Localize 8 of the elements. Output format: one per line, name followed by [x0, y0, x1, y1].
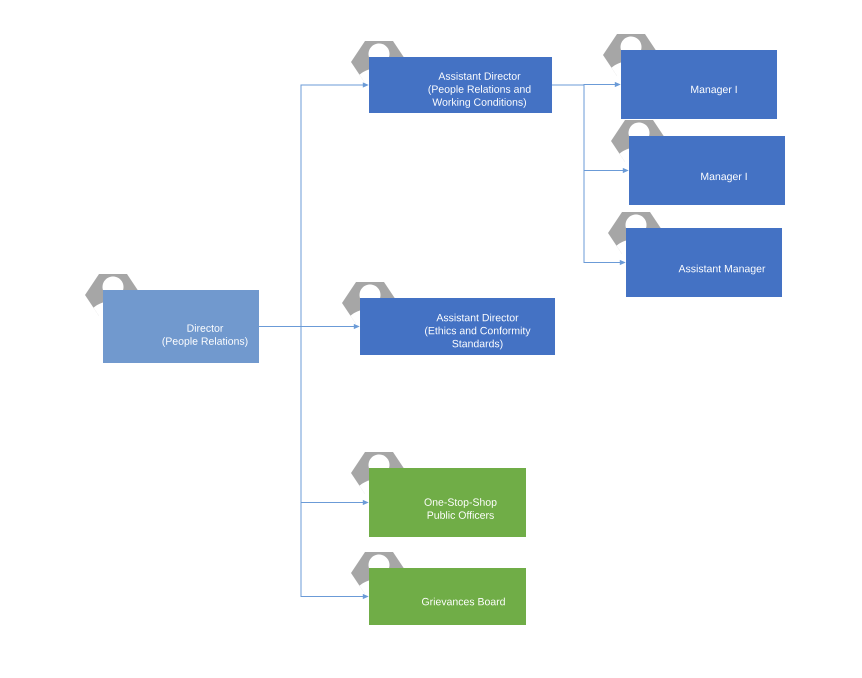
position-box: Manager I: [621, 50, 777, 119]
position-box: Assistant Director (Ethics and Conformity Standards): [360, 298, 555, 355]
position-box: Grievances Board: [369, 568, 526, 625]
position-box: One-Stop-Shop Public Officers: [369, 468, 526, 537]
position-box: Director (People Relations): [103, 290, 259, 363]
position-box: Assistant Director (People Relations and Working Conditions): [369, 57, 552, 113]
position-box: Manager I: [629, 136, 785, 205]
position-box: Assistant Manager: [626, 228, 782, 297]
